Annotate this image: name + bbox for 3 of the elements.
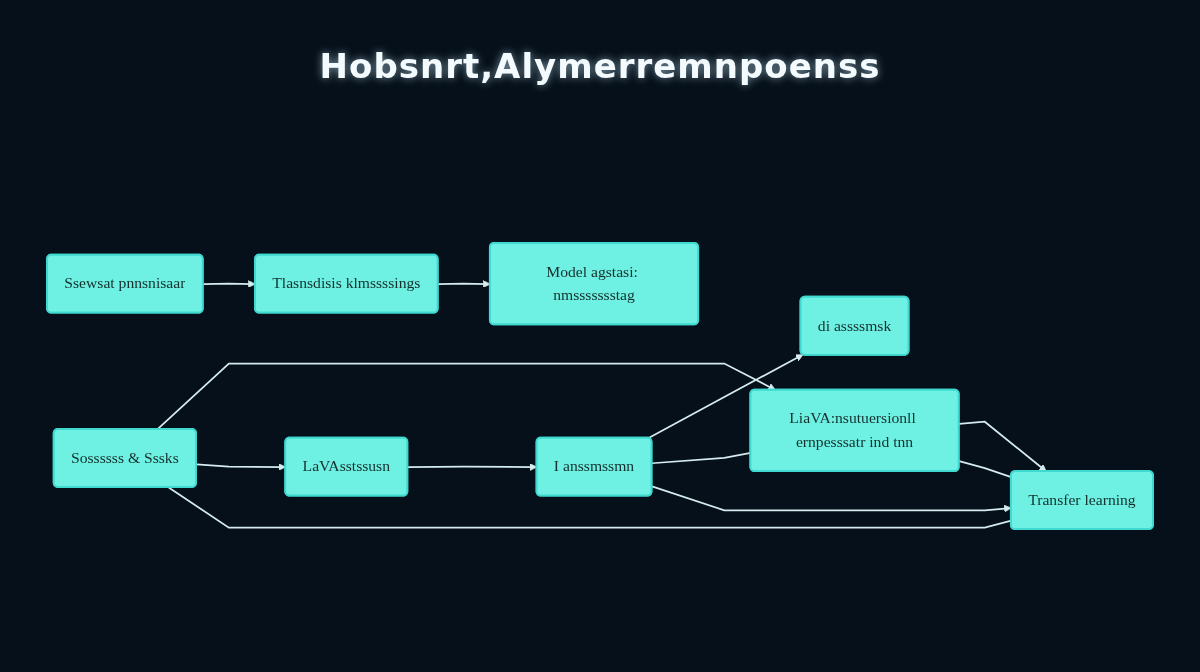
arrow xyxy=(958,420,1047,472)
diagram-title: Hobsnrt,Alymerremnpoenss xyxy=(319,46,881,86)
arrow xyxy=(647,354,804,439)
